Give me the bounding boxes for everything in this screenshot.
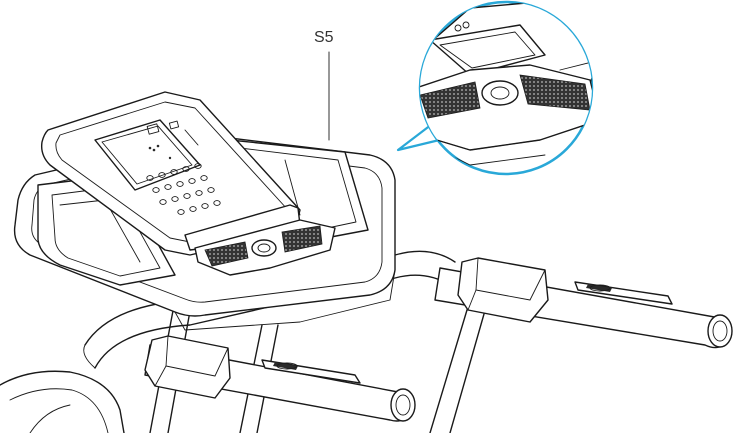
detail-magnifier — [398, 0, 600, 174]
safety-key-hole — [252, 240, 276, 256]
right-handlebar — [435, 258, 732, 348]
motor-cover — [0, 371, 124, 433]
left-handlebar — [145, 336, 415, 421]
callout-label-s5: S5 — [314, 29, 334, 46]
